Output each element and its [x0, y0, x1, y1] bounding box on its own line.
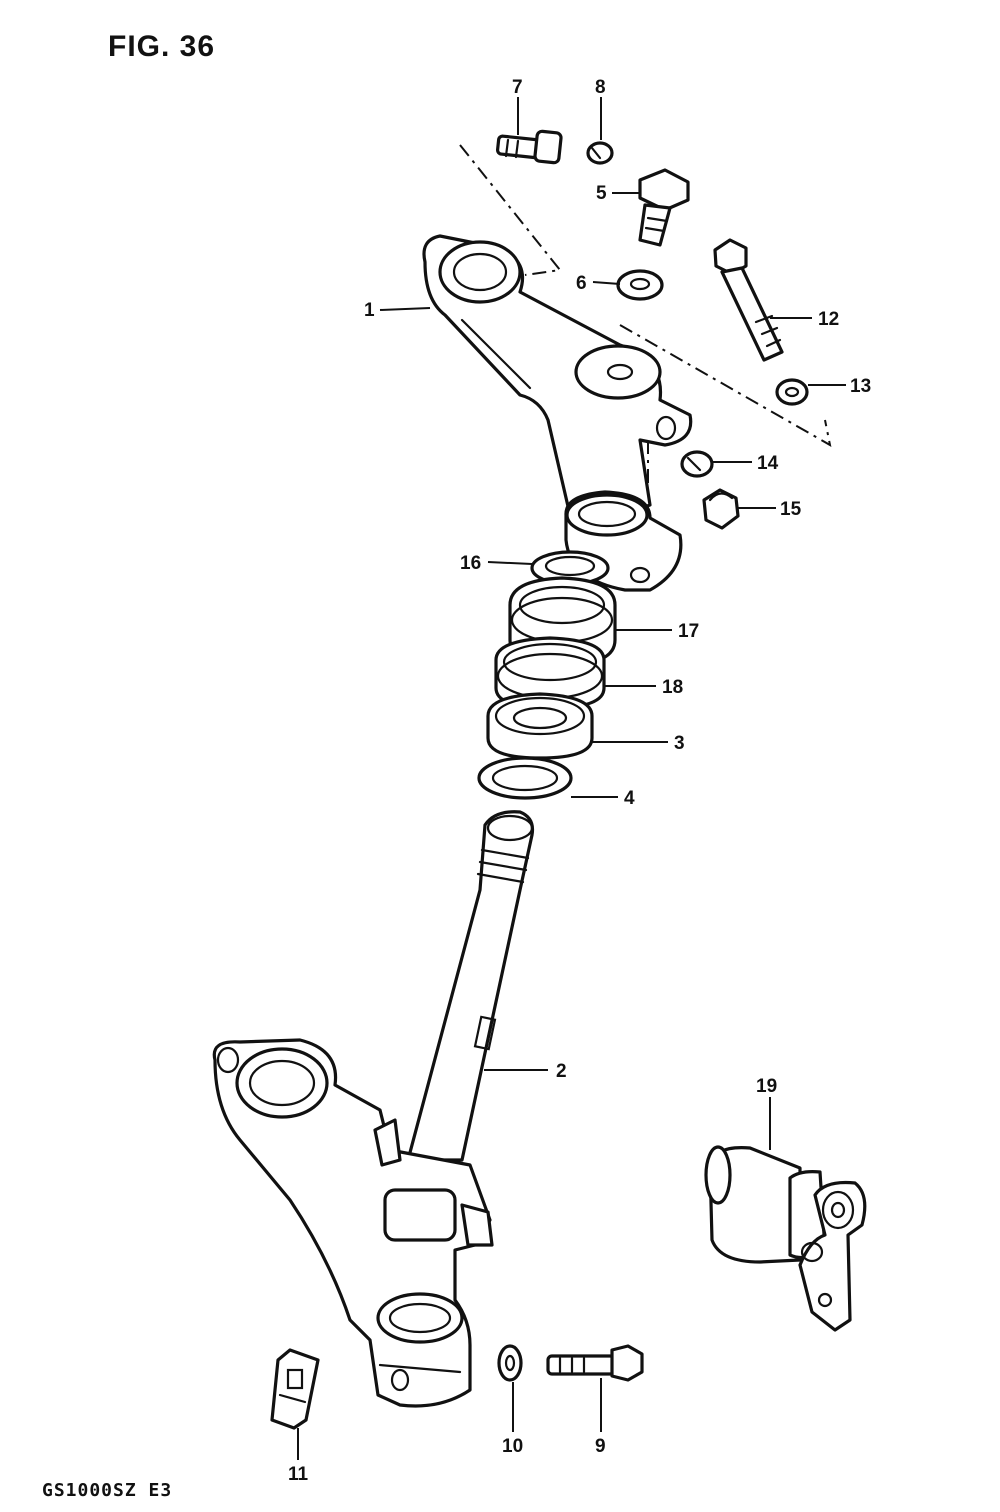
part-5-bolt[interactable] [638, 168, 690, 247]
part-6-washer[interactable] [616, 269, 664, 301]
callout-10: 10 [502, 1436, 523, 1457]
part-2-steering-stem[interactable] [212, 810, 535, 1408]
part-7-bolt[interactable] [495, 129, 563, 165]
part-13-washer[interactable] [775, 378, 809, 406]
part-9-bolt[interactable] [546, 1344, 644, 1382]
part-14-washer[interactable] [680, 450, 714, 478]
callout-19: 19 [756, 1076, 777, 1097]
leader-lines [297, 97, 846, 1460]
callout-labels: 7 8 5 6 1 12 13 14 15 16 17 18 3 4 2 19 … [288, 77, 871, 1485]
part-19-steering-lock[interactable] [704, 1145, 867, 1332]
callout-6: 6 [576, 273, 587, 294]
callout-16: 16 [460, 553, 481, 574]
part-1-upper-bracket[interactable] [422, 234, 693, 592]
part-3-bearing[interactable] [486, 692, 594, 760]
part-8-washer[interactable] [586, 141, 614, 165]
callout-8: 8 [595, 77, 606, 98]
part-18-bearing[interactable] [494, 636, 606, 710]
callout-18: 18 [662, 677, 683, 698]
model-code: GS1000SZ E3 [42, 1480, 173, 1501]
callout-4: 4 [624, 788, 635, 809]
callout-9: 9 [595, 1436, 606, 1457]
callout-12: 12 [818, 309, 839, 330]
part-15-cap-nut[interactable] [702, 488, 740, 530]
part-12-long-bolt[interactable] [713, 238, 784, 362]
callout-1: 1 [364, 300, 375, 321]
callout-11: 11 [288, 1464, 309, 1485]
callout-13: 13 [850, 376, 871, 397]
callout-5: 5 [596, 183, 607, 204]
callout-15: 15 [780, 499, 802, 520]
part-10-washer[interactable] [497, 1344, 523, 1382]
callout-7: 7 [512, 77, 523, 98]
callout-14: 14 [757, 453, 779, 474]
part-4-seal-ring[interactable] [477, 756, 573, 800]
callout-2: 2 [556, 1061, 567, 1082]
callout-17: 17 [678, 621, 699, 642]
figure-title: FIG. 36 [108, 30, 216, 63]
callout-3: 3 [674, 733, 685, 754]
part-11-clip[interactable] [270, 1348, 320, 1430]
